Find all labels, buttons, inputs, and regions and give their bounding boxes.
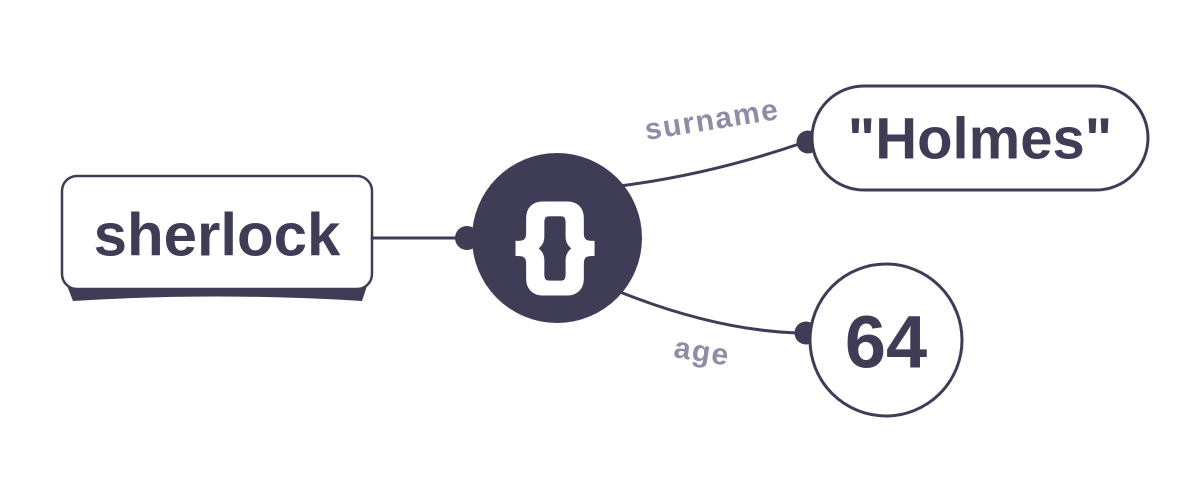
edge-age <box>618 290 799 335</box>
node-root-sherlock[interactable]: sherlock <box>60 174 374 301</box>
node-object[interactable]: {} <box>472 153 642 323</box>
braces-icon: {} <box>517 188 595 294</box>
node-surname-value[interactable]: "Holmes" <box>810 84 1150 192</box>
string-node-pill <box>810 84 1150 192</box>
root-node-label: sherlock <box>94 202 341 269</box>
node-age-value[interactable]: 64 <box>808 262 964 418</box>
root-node-box <box>60 174 374 291</box>
edge-label-surname: surname <box>642 93 781 147</box>
edge-label-age: age <box>672 331 733 372</box>
string-node-value: "Holmes" <box>848 107 1113 172</box>
number-node-value: 64 <box>845 301 927 384</box>
edge-surname <box>618 141 804 188</box>
object-node-circle <box>472 153 642 323</box>
number-node-circle <box>808 262 964 418</box>
